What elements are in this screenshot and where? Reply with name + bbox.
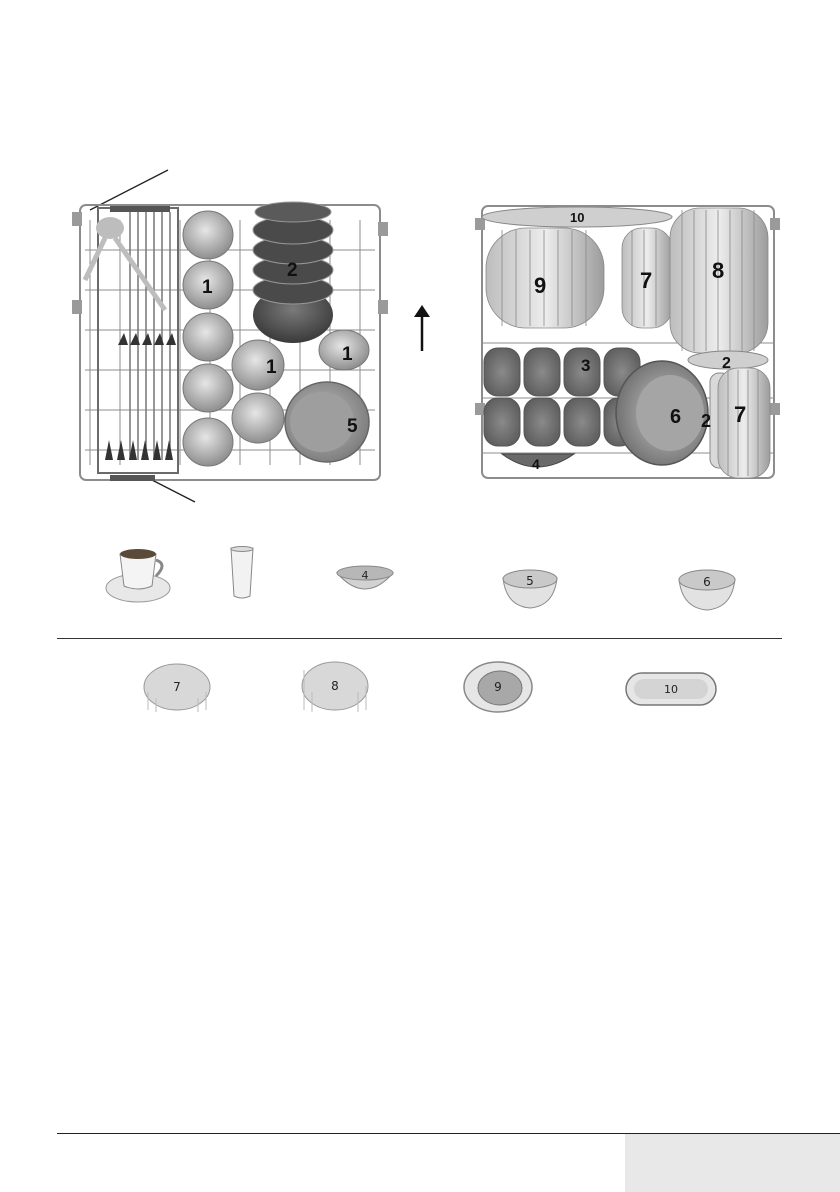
legend-divider (57, 638, 782, 639)
glass-icon (228, 546, 256, 600)
legend-label-5: 5 (526, 574, 534, 588)
label-plates-small: 7 (734, 402, 746, 427)
callout-line-bottom (152, 480, 195, 502)
cup-saucer-icon (100, 540, 180, 608)
arrow-up-icon (412, 305, 432, 353)
bowl-icon-6: 6 (676, 566, 738, 612)
bowl-icon-5: 5 (500, 566, 560, 610)
label-cup-b: 1 (266, 357, 277, 378)
label-large-bowl: 6 (670, 406, 681, 428)
label-small-bowl: 4 (532, 456, 540, 472)
label-saucer-top: 2 (722, 355, 731, 372)
forks-icon (118, 333, 176, 345)
glasses (484, 348, 640, 446)
lower-basket-diagram: 1 1 1 2 5 (60, 160, 405, 505)
legend-label-7: 7 (173, 680, 181, 694)
label-plates: 2 (287, 260, 298, 281)
cutlery-basket (85, 206, 178, 481)
label-platter: 10 (570, 210, 584, 225)
bowl-icon-4: 4 (335, 563, 395, 598)
legend-label-8: 8 (331, 679, 339, 693)
plate-icon-8: 8 (300, 660, 370, 712)
label-cup-a: 1 (202, 277, 213, 298)
label-dinner-plates: 9 (534, 273, 546, 298)
plate-icon-7: 7 (142, 662, 212, 712)
large-bowl (616, 361, 708, 465)
label-saucer-side: 2 (701, 411, 711, 431)
upper-basket-diagram: 10 9 7 8 3 4 2 6 2 7 (472, 198, 782, 483)
footer-page-tab (625, 1134, 840, 1192)
ladle-icon (96, 217, 124, 239)
legend-label-10: 10 (664, 683, 678, 696)
label-plates-right: 8 (712, 258, 724, 283)
legend-label-4: 4 (362, 569, 369, 582)
label-glasses: 3 (581, 356, 590, 375)
legend-label-6: 6 (703, 575, 711, 589)
label-plates-mid: 7 (640, 268, 652, 293)
legend-label-9: 9 (494, 680, 502, 694)
label-cup-c: 1 (342, 344, 353, 365)
platter-icon-10: 10 (624, 670, 718, 708)
plate-icon-9: 9 (462, 660, 534, 714)
label-bowl: 5 (347, 416, 358, 437)
